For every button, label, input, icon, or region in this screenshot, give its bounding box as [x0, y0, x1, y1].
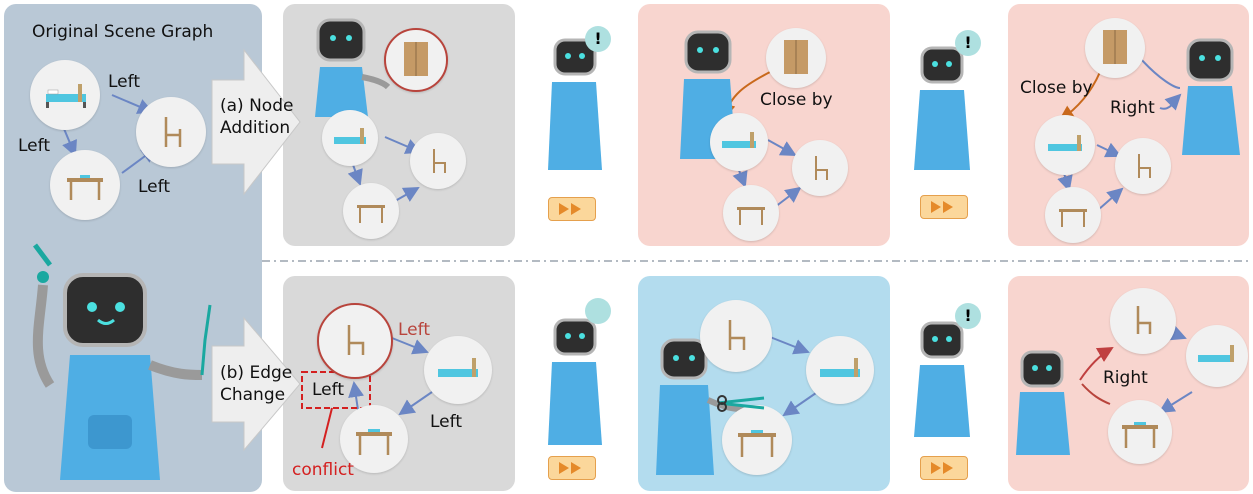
- wardrobe-icon: [784, 40, 808, 74]
- wardrobe-node: [384, 28, 448, 92]
- table-icon: [737, 207, 765, 225]
- bed-icon: [1198, 345, 1234, 362]
- chair-node: [700, 300, 772, 372]
- robot-icon: [1182, 38, 1240, 155]
- robot-icon: [1016, 350, 1070, 455]
- node-addition-arrow: [211, 48, 301, 196]
- edge-label-right-2: Right: [1103, 368, 1148, 388]
- bed-icon: [438, 358, 478, 377]
- robot-icon: [548, 38, 602, 170]
- edge-label-left-1: Left: [108, 72, 140, 92]
- conflict-label: conflict: [292, 460, 354, 480]
- robot-icon: [548, 318, 602, 445]
- table-icon: [357, 205, 385, 223]
- bed-icon: [46, 84, 86, 108]
- fast-forward-icon[interactable]: [548, 456, 596, 480]
- chair-icon: [433, 149, 446, 173]
- bed-node: [1035, 115, 1095, 175]
- edge-label-close-by-2: Close by: [1020, 78, 1093, 98]
- original-graph-title: Original Scene Graph: [32, 22, 214, 42]
- chair-node: [410, 133, 466, 189]
- chair-node: [136, 97, 206, 167]
- bed-icon: [1048, 135, 1082, 151]
- table-icon: [356, 429, 392, 455]
- edge-label-right-1: Right: [1110, 98, 1155, 118]
- table-icon: [738, 430, 776, 457]
- table-icon: [67, 175, 103, 200]
- fast-forward-icon[interactable]: [920, 456, 968, 480]
- robot-icon: [914, 46, 970, 170]
- robot-icon: [656, 338, 756, 475]
- wardrobe-icon: [1103, 30, 1127, 64]
- table-node: [50, 150, 120, 220]
- node-addition-label: (a) Node Addition: [220, 96, 294, 138]
- speech-bubble-icon: !: [955, 30, 981, 56]
- table-icon: [1059, 209, 1087, 227]
- bed-icon: [722, 132, 756, 148]
- speech-bubble-icon: !: [585, 26, 611, 52]
- scissors-icon: [717, 395, 765, 412]
- bed-icon: [820, 358, 860, 377]
- bed-node: [1186, 325, 1248, 387]
- table-node: [1045, 187, 1101, 243]
- chair-node: [792, 140, 848, 196]
- edge-label-left-red: Left: [398, 320, 430, 340]
- chair-icon: [728, 320, 746, 350]
- chair-icon: [815, 156, 828, 180]
- chair-icon: [347, 325, 365, 355]
- wardrobe-node: [1085, 18, 1145, 78]
- table-node: [1108, 400, 1172, 464]
- edge-label-left-3: Left: [138, 177, 170, 197]
- table-node: [340, 405, 408, 473]
- edge-change-label: (b) Edge Change: [220, 363, 293, 405]
- chair-icon: [1138, 154, 1151, 178]
- bed-node: [30, 60, 100, 130]
- table-node: [343, 183, 399, 239]
- chair-node: [1110, 288, 1176, 354]
- bed-icon: [334, 128, 366, 144]
- chair-node: [1115, 138, 1171, 194]
- wardrobe-icon: [404, 42, 428, 76]
- bed-node: [806, 336, 874, 404]
- chair-icon: [164, 117, 182, 147]
- wardrobe-node: [766, 28, 826, 88]
- robot-icon: [914, 321, 970, 437]
- edge-change-arrow: [211, 316, 301, 452]
- speech-bubble-icon: !: [955, 303, 981, 329]
- edge-label-close-by-1: Close by: [760, 90, 833, 110]
- bed-node: [322, 110, 378, 166]
- fast-forward-icon[interactable]: [920, 195, 968, 219]
- chair-icon: [1136, 306, 1152, 334]
- speech-bubble-icon: [585, 298, 611, 324]
- table-node: [722, 405, 792, 475]
- edge-label-left-2: Left: [18, 136, 50, 156]
- edge-label-left-boxed: Left: [312, 380, 344, 400]
- bed-node: [710, 113, 768, 171]
- chair-node: [317, 303, 393, 379]
- bed-node: [424, 336, 492, 404]
- fast-forward-icon[interactable]: [548, 197, 596, 221]
- table-icon: [1122, 422, 1158, 448]
- edge-label-left-plain: Left: [430, 412, 462, 432]
- robot-icon: [32, 243, 212, 480]
- robot-icon: [315, 18, 390, 117]
- table-node: [723, 185, 779, 241]
